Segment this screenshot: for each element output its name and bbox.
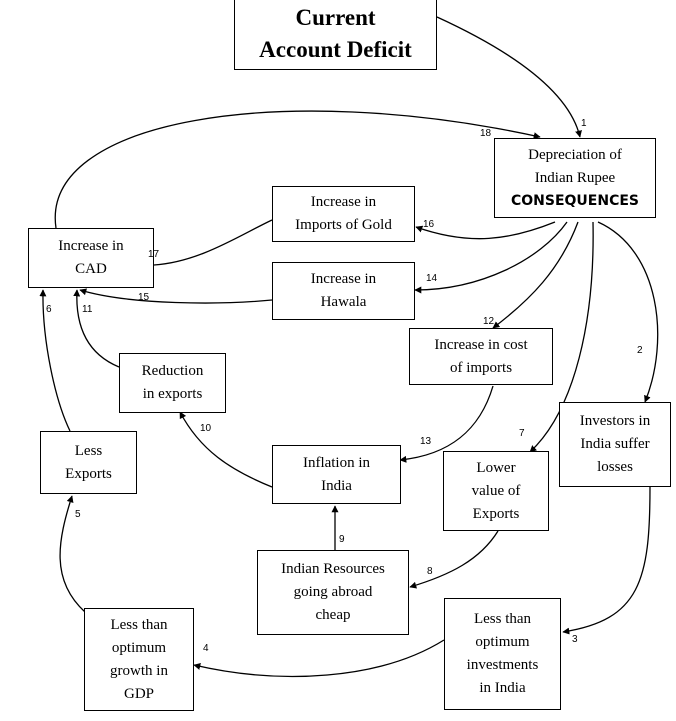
node-line: Investors in (579, 413, 651, 429)
title-line: Account Deficit (259, 37, 412, 62)
edge-label-6: 6 (46, 304, 52, 315)
node-line: Less than (473, 611, 532, 627)
edge-label-15: 15 (138, 292, 150, 303)
node-line: Depreciation of (528, 146, 622, 163)
node-line: in India (479, 680, 526, 696)
edge-label-16: 16 (423, 219, 435, 230)
edge-label-11: 11 (82, 304, 93, 315)
edge-label-7: 7 (519, 428, 525, 439)
node-lower-value: Lower value of Exports (443, 451, 549, 531)
node-cost-imports: Increase in cost of imports (409, 328, 553, 385)
node-line: cheap (315, 607, 351, 623)
node-resources: Indian Resources going abroad cheap (257, 550, 409, 635)
edge-label-10: 10 (200, 423, 212, 434)
edge-label-17: 17 (148, 249, 160, 260)
edge-label-4: 4 (203, 643, 209, 654)
edge-label-13: 13 (420, 436, 432, 447)
node-line: in exports (142, 386, 203, 402)
edge-1 (436, 16, 582, 138)
node-line: CAD (75, 261, 107, 277)
node-less-growth: Less than optimum growth in GDP (84, 608, 194, 711)
node-line: Increase in (310, 194, 377, 210)
edge-18 (54, 110, 541, 229)
node-line: India (321, 477, 352, 494)
node-line: Less than (110, 616, 168, 633)
edge-7 (529, 221, 594, 453)
node-line: going abroad (293, 584, 373, 600)
edge-label-5: 5 (75, 509, 81, 520)
edge-label-9: 9 (339, 534, 345, 545)
edge-10 (179, 411, 273, 488)
edge-17 (153, 219, 273, 266)
edge-label-14: 14 (426, 273, 438, 284)
consequences-label: CONSEQUENCES (510, 192, 639, 209)
node-line: value of (471, 482, 521, 499)
node-line: Exports (472, 505, 520, 522)
node-line: Inflation in (302, 454, 371, 471)
node-reduction-exports: Reduction in exports (119, 353, 226, 413)
edge-label-1: 1 (581, 118, 587, 129)
edge-8 (409, 530, 499, 589)
node-line: Indian Rupee (534, 169, 616, 186)
node-line: Exports (65, 465, 112, 482)
edge-label-18: 18 (480, 128, 492, 139)
edge-label-8: 8 (427, 566, 433, 577)
node-line: Hawala (320, 294, 367, 310)
node-line: of imports (449, 359, 513, 376)
node-line: Increase in cost (434, 336, 528, 353)
edge-3 (562, 486, 651, 635)
node-line: Reduction (141, 363, 204, 379)
node-inflation: Inflation in India (272, 445, 401, 504)
node-line: optimum (111, 639, 167, 656)
edge-12 (492, 221, 579, 329)
node-line: investments (466, 657, 539, 673)
node-depreciation: Depreciation of Indian Rupee CONSEQUENCE… (494, 138, 656, 218)
edge-label-2: 2 (637, 345, 643, 356)
node-line: growth in (110, 662, 168, 679)
edge-6 (39, 289, 71, 432)
edge-11 (73, 289, 120, 368)
node-line: GDP (123, 685, 154, 702)
node-line: Lower (476, 459, 516, 476)
node-line: Less (74, 442, 103, 459)
node-line: Increase in (58, 238, 124, 254)
node-less-investments: Less than optimum investments in India (444, 598, 561, 710)
node-line: optimum (475, 634, 530, 650)
title-box: Current Account Deficit (234, 0, 437, 70)
edge-label-3: 3 (572, 634, 578, 645)
title-line: Current (295, 5, 376, 30)
node-investors: Investors in India suffer losses (559, 402, 671, 487)
edge-4 (193, 639, 445, 678)
node-line: losses (597, 459, 633, 475)
node-hawala: Increase in Hawala (272, 262, 415, 320)
node-line: Increase in (310, 271, 377, 287)
node-line: Imports of Gold (295, 217, 392, 233)
edge-13 (399, 385, 494, 463)
edge-15 (79, 288, 273, 304)
edge-label-12: 12 (483, 316, 495, 327)
edge-14 (414, 221, 568, 294)
node-less-exports: Less Exports (40, 431, 137, 494)
edge-5 (59, 495, 86, 613)
node-line: Indian Resources (281, 561, 385, 577)
edge-16 (415, 221, 556, 240)
edge-2 (597, 221, 659, 403)
node-gold: Increase in Imports of Gold (272, 186, 415, 242)
node-line: India suffer (580, 436, 650, 452)
node-cad: Increase in CAD (28, 228, 154, 288)
